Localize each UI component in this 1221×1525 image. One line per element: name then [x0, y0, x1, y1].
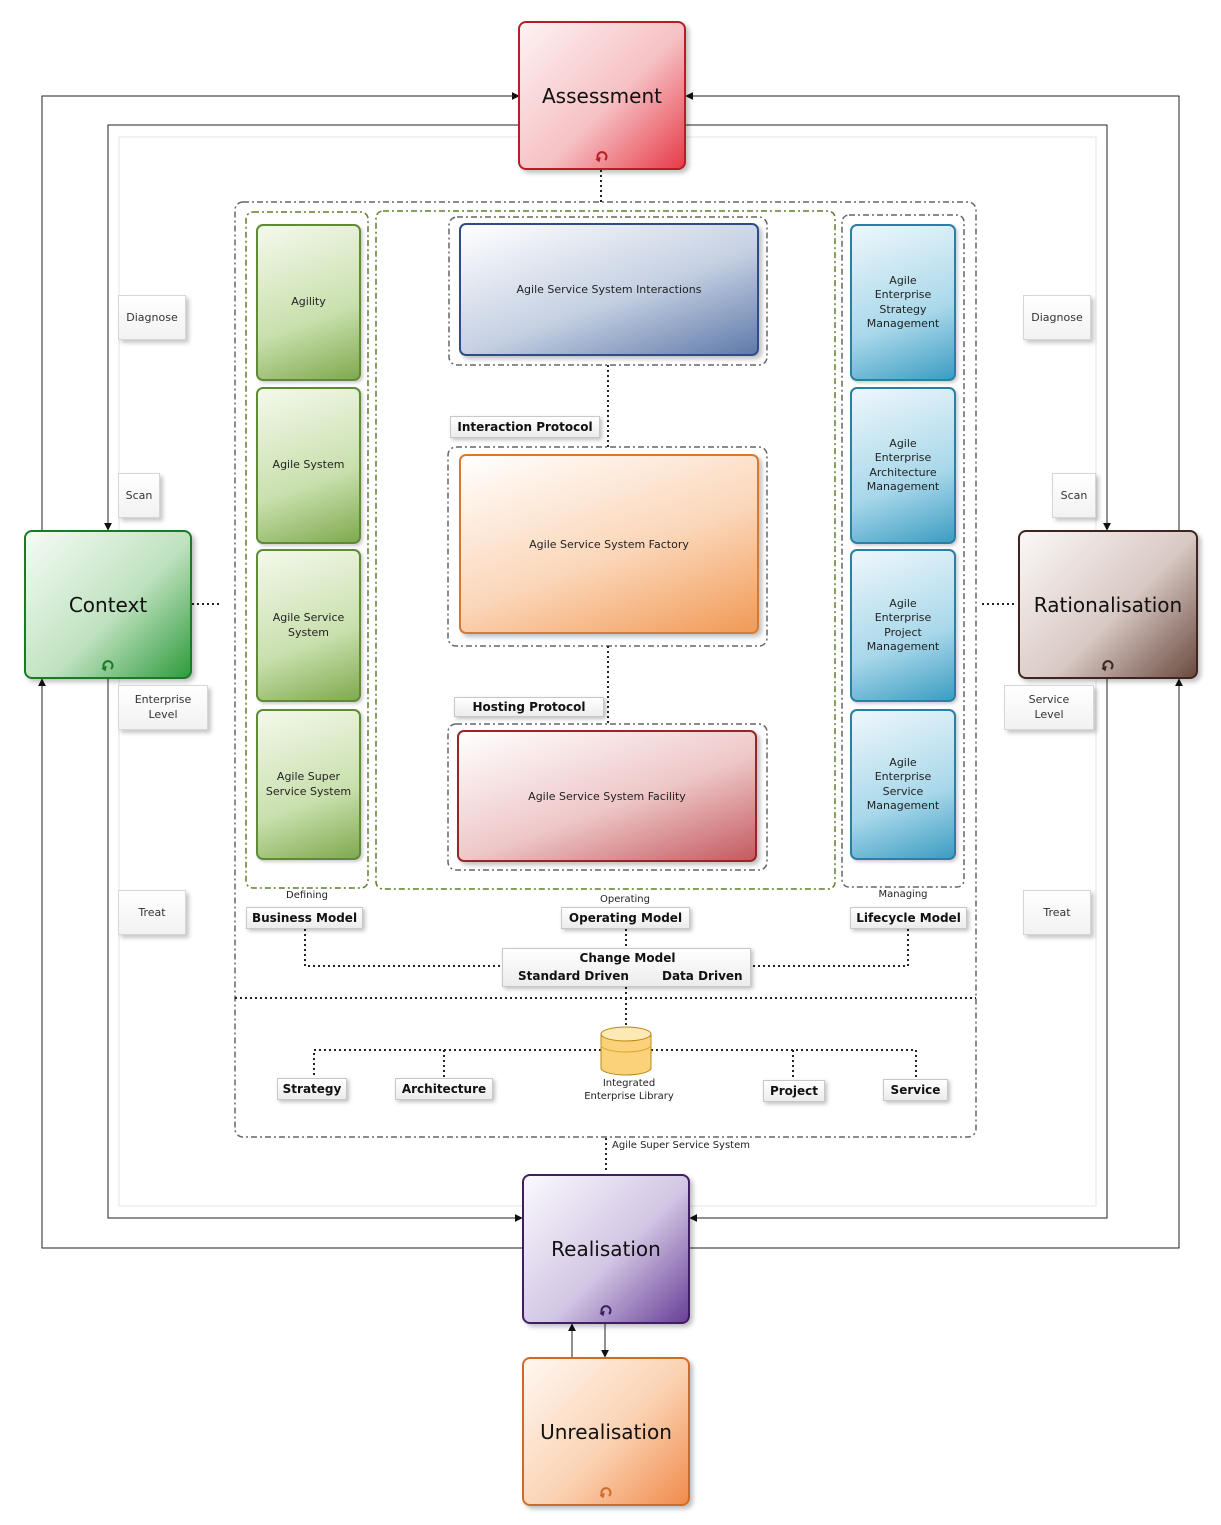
- rationalisation-node[interactable]: Rationalisation: [1018, 530, 1198, 679]
- cycle-icon: [1101, 660, 1114, 672]
- assessment-node[interactable]: Assessment: [518, 21, 686, 170]
- strategy-management-box[interactable]: Agile Enterprise Strategy Management: [850, 224, 956, 381]
- cycle-icon: [595, 151, 608, 163]
- lifecycle-model-link: [751, 929, 909, 967]
- defining-frame: [245, 211, 369, 889]
- context-label: Context: [68, 592, 148, 617]
- realisation-node[interactable]: Realisation: [522, 1174, 690, 1324]
- hosting-protocol-tag: Hosting Protocol: [454, 697, 604, 717]
- cycle-icon: [599, 1487, 612, 1499]
- note-service-level: Service Level: [1004, 685, 1094, 730]
- context-node[interactable]: Context: [24, 530, 192, 679]
- library-right-branch: [651, 1049, 917, 1078]
- facility-box[interactable]: Agile Service System Facility: [457, 730, 757, 862]
- note-scan-left: Scan: [118, 473, 160, 518]
- note-diagnose-right: Diagnose: [1023, 295, 1091, 340]
- operating-model-tag: Operating Model: [561, 907, 690, 929]
- operating-frame: [375, 210, 836, 890]
- realisation-to-context-arrow: [38, 678, 522, 1249]
- project-tag: Project: [763, 1080, 825, 1102]
- business-model-tag: Business Model: [246, 907, 363, 929]
- defining-caption: Defining: [286, 890, 328, 901]
- cycle-icon: [101, 660, 114, 672]
- realisation-to-rationalisation-arrow: [690, 678, 1183, 1249]
- lifecycle-model-tag: Lifecycle Model: [850, 907, 967, 929]
- strategy-tag: Strategy: [277, 1078, 347, 1100]
- unrealisation-node[interactable]: Unrealisation: [522, 1357, 690, 1506]
- library-left-branch: [313, 1049, 601, 1078]
- data-driven-label: Data Driven: [662, 969, 743, 983]
- agile-system-box[interactable]: Agile System: [256, 387, 361, 544]
- assessment-to-context-arrow: [104, 124, 519, 531]
- architecture-management-box[interactable]: Agile Enterprise Architecture Management: [850, 387, 956, 544]
- managing-frame: [841, 214, 965, 888]
- business-model-link: [304, 929, 502, 967]
- note-treat-left: Treat: [118, 890, 186, 935]
- agility-box[interactable]: Agility: [256, 224, 361, 381]
- agile-super-service-system-box[interactable]: Agile Super Service System: [256, 709, 361, 860]
- interactions-box[interactable]: Agile Service System Interactions: [459, 223, 759, 356]
- architecture-tag: Architecture: [395, 1078, 493, 1100]
- note-enterprise-level: Enterprise Level: [118, 685, 208, 730]
- interaction-protocol-tag: Interaction Protocol: [450, 416, 600, 438]
- standard-driven-label: Standard Driven: [518, 969, 629, 983]
- database-icon: [600, 1026, 652, 1076]
- realisation-label: Realisation: [551, 1237, 661, 1261]
- assessment-to-rationalisation-arrow: [686, 124, 1111, 531]
- cycle-icon: [599, 1305, 612, 1317]
- rationalisation-to-assessment-arrow: [685, 92, 1180, 530]
- note-diagnose-left: Diagnose: [118, 295, 186, 340]
- assessment-label: Assessment: [542, 83, 662, 108]
- rationalisation-to-realisation-arrow: [689, 679, 1108, 1222]
- inner-frame: [118, 136, 1097, 1207]
- interactions-frame: [448, 216, 768, 366]
- super-system-caption: Agile Super Service System: [612, 1140, 750, 1151]
- rationalisation-label: Rationalisation: [1033, 592, 1183, 617]
- note-scan-right: Scan: [1052, 473, 1096, 518]
- unrealisation-label: Unrealisation: [540, 1419, 672, 1444]
- facility-frame: [447, 723, 768, 871]
- change-model-title: Change Model: [579, 951, 676, 965]
- project-management-box[interactable]: Agile Enterprise Project Management: [850, 549, 956, 702]
- factory-box[interactable]: Agile Service System Factory: [459, 454, 759, 634]
- context-to-realisation-arrow: [107, 679, 523, 1222]
- service-tag: Service: [883, 1079, 948, 1101]
- managing-caption: Managing: [878, 889, 928, 900]
- service-management-box[interactable]: Agile Enterprise Service Management: [850, 709, 956, 860]
- change-model-box: Change Model Standard Driven Data Driven: [502, 948, 751, 987]
- super-service-system-frame: [234, 201, 977, 1138]
- operating-caption: Operating: [600, 894, 650, 905]
- context-to-assessment-arrow: [41, 92, 520, 530]
- integrated-library-label: Integrated Enterprise Library: [584, 1078, 674, 1102]
- agile-service-system-box[interactable]: Agile Service System: [256, 549, 361, 702]
- note-treat-right: Treat: [1023, 890, 1091, 935]
